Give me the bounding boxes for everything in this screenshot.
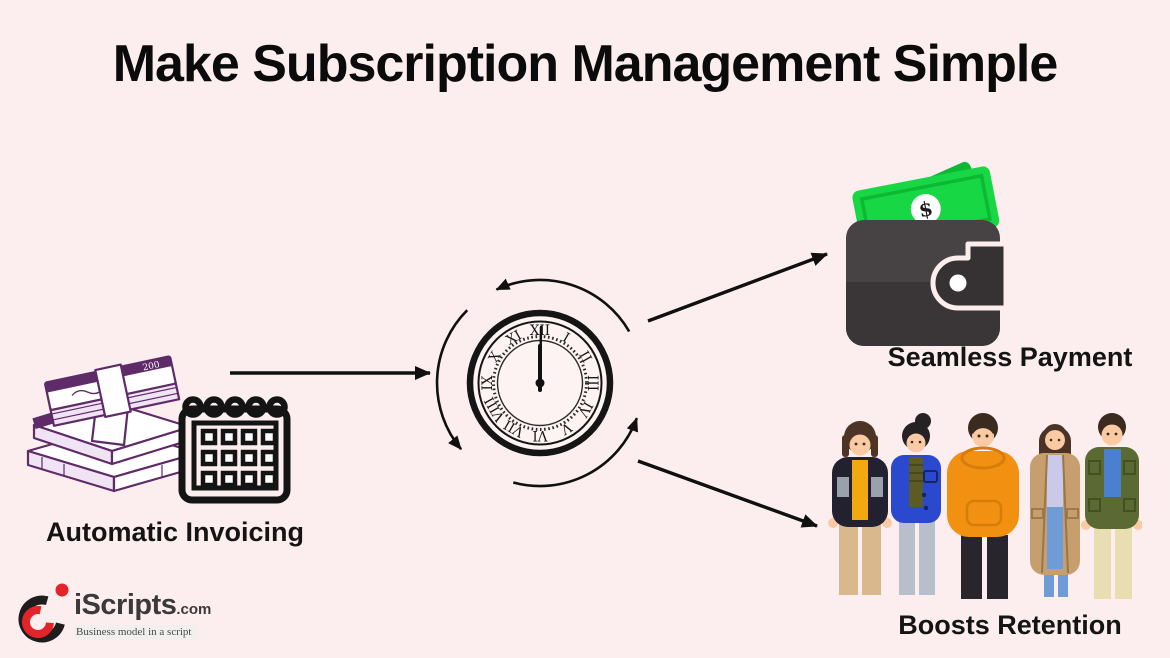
label-automatic-invoicing: Automatic Invoicing [45, 517, 305, 547]
wallet-cash-icon: $ [846, 161, 1009, 346]
clock-cycle-icon: XII I II III IV V VI VII VIII IX X XI [435, 278, 639, 488]
clock-face: XII I II III IV V VI VII VIII IX X XI [466, 309, 614, 457]
logo-tld: .com [176, 601, 212, 618]
svg-text:XI: XI [504, 327, 525, 348]
person-1 [828, 421, 892, 595]
person-5 [1081, 413, 1142, 599]
svg-text:IX: IX [480, 375, 496, 390]
label-boosts-retention: Boosts Retention [898, 610, 1122, 640]
person-2 [891, 413, 941, 595]
iscripts-logo-mark [18, 583, 69, 643]
flow-arrow-cycle-to-retention [637, 459, 818, 528]
person-4 [1030, 424, 1080, 597]
svg-text:IV: IV [574, 398, 596, 419]
people-group-icon [828, 413, 1142, 599]
page-title: Make Subscription Management Simple [112, 35, 1059, 93]
iscripts-logo: iScripts.com Business model in a script [14, 579, 244, 654]
label-seamless-payment: Seamless Payment [887, 342, 1133, 372]
svg-text:III: III [584, 375, 600, 391]
cycle-arrows [435, 278, 639, 488]
money-band-value-2: 200 [142, 360, 161, 373]
logo-name: iScripts [74, 589, 177, 621]
svg-text:VI: VI [532, 427, 548, 443]
wallet-body [846, 220, 1009, 346]
currency-symbol: $ [917, 196, 935, 222]
calendar-icon [178, 396, 291, 504]
logo-tagline: Business model in a script [74, 625, 198, 640]
wallet-clasp [930, 241, 1009, 311]
flow-arrow-cycle-to-payment [647, 252, 828, 323]
person-3 [947, 413, 1019, 599]
